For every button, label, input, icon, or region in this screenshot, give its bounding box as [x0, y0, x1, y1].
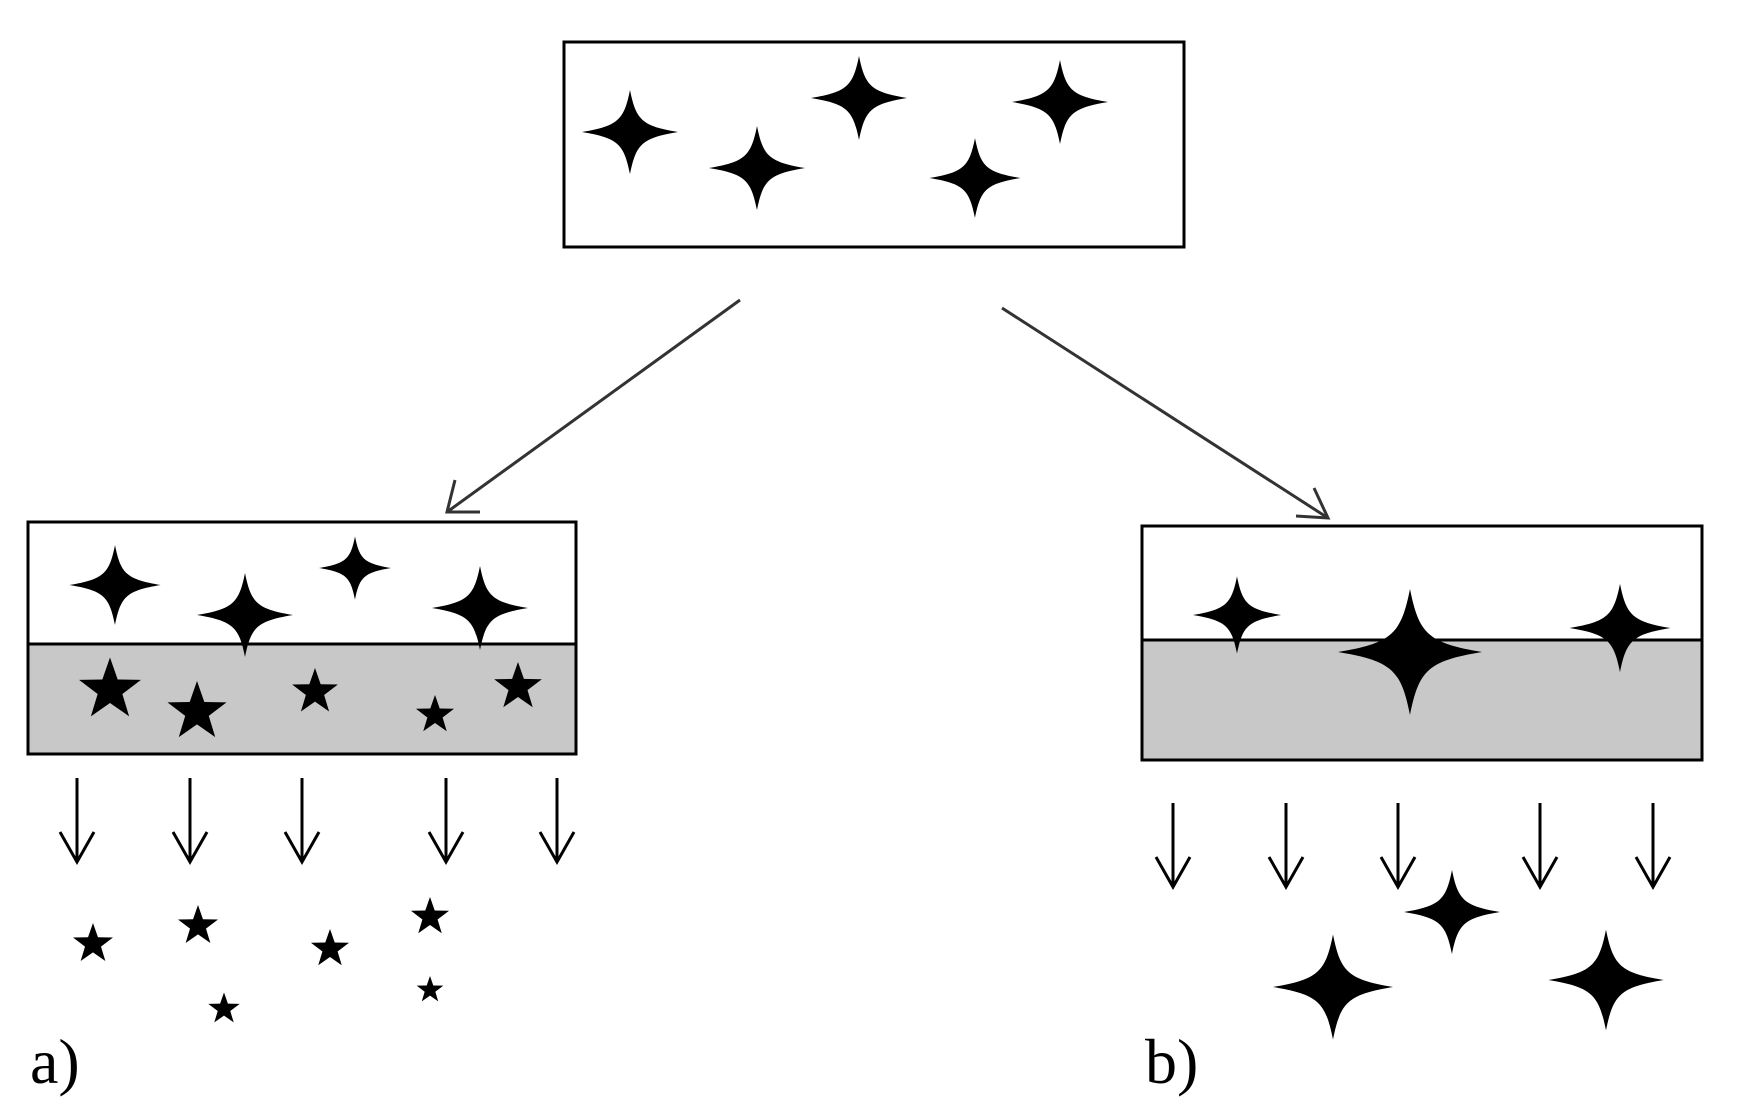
panel-b-output-arrows	[1154, 803, 1672, 891]
particle-sparkle	[1548, 929, 1664, 1031]
fragment-star	[73, 923, 113, 962]
arrow-down-icon	[1154, 803, 1192, 891]
fragment-star	[310, 929, 350, 966]
particle-sparkle	[1404, 870, 1500, 954]
fragment-star	[410, 897, 450, 934]
top-box	[562, 40, 1186, 249]
panel-a	[26, 520, 578, 1023]
top-container	[562, 40, 1186, 249]
arrow-down-icon	[283, 778, 321, 866]
panel-a-output-arrows	[58, 778, 576, 866]
split-arrow-right	[1001, 306, 1331, 520]
panel-b-box	[1140, 524, 1704, 762]
arrow-down-icon	[427, 778, 465, 866]
fragment-star	[416, 976, 444, 1002]
panel-a-box	[26, 520, 578, 756]
fragment-star	[208, 992, 240, 1023]
arrow-down-icon	[171, 778, 209, 866]
panel-b	[1140, 524, 1704, 1040]
particle-sparkle	[1273, 934, 1393, 1040]
fragment-star	[178, 905, 218, 944]
panel-b-label: b)	[1145, 1026, 1199, 1097]
panel-a-label: a)	[30, 1026, 80, 1097]
arrow-down-icon	[58, 778, 96, 866]
arrow-down-icon	[1521, 803, 1559, 891]
arrow-down-icon	[1267, 803, 1305, 891]
split-arrow-left	[445, 298, 741, 514]
arrow-down-icon	[538, 778, 576, 866]
arrow-down-icon	[1379, 803, 1417, 891]
arrow-down-icon	[1634, 803, 1672, 891]
